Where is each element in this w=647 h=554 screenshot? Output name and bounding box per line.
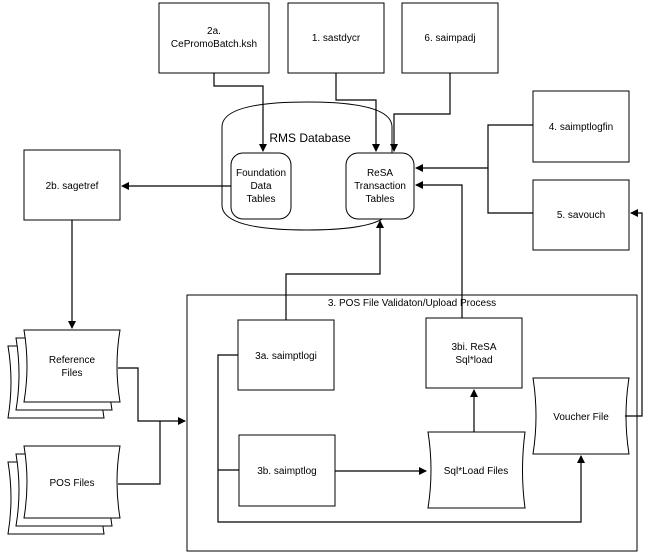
saimptlogfin-label: 4. saimptlogfin xyxy=(549,122,613,133)
saimpadj-box[interactable]: 6. saimpadj xyxy=(401,2,499,74)
resa-tables-line1: ReSA xyxy=(367,168,393,179)
saimptlogfin-box[interactable]: 4. saimptlogfin xyxy=(532,90,630,163)
cepromobatch-line2: CePromoBatch.ksh xyxy=(171,39,257,50)
sqlload-files-label: Sql*Load Files xyxy=(444,466,508,477)
savouch-box[interactable]: 5. savouch xyxy=(532,179,630,251)
line-reference-process xyxy=(118,367,186,425)
sqlload-files-doc[interactable]: Sql*Load Files xyxy=(427,431,526,509)
arrow-sastdycr-resa xyxy=(335,73,380,152)
connectors xyxy=(68,73,643,523)
arrow-saimptlogi-resa xyxy=(285,220,384,320)
pos-process-label: 3. POS File Validaton/Upload Process xyxy=(328,298,496,309)
sagetref-box[interactable]: 2b. sagetref xyxy=(23,149,121,221)
arrow-sqlload-resa xyxy=(415,181,463,318)
saimptlogi-box[interactable]: 3a. saimptlogi xyxy=(237,319,335,391)
saimptlogi-label: 3a. saimptlogi xyxy=(255,351,317,362)
resa-sqlload-box[interactable]: 3bi. ReSA Sql*load xyxy=(425,317,523,389)
line-saimptlogfin xyxy=(487,124,533,214)
arrow-voucher-savouch xyxy=(625,209,643,417)
saimptlog-box[interactable]: 3b. saimptlog xyxy=(238,434,336,507)
pos-files-stack[interactable]: POS Files xyxy=(7,445,121,535)
voucher-file-label: Voucher File xyxy=(553,412,609,423)
line-saimptlogi-bracket xyxy=(217,354,585,523)
sagetref-label: 2b. sagetref xyxy=(46,181,99,192)
reference-files-line1: Reference xyxy=(49,355,96,366)
resa-tables-line3: Tables xyxy=(366,194,395,205)
cepromobatch-box[interactable]: 2a. CePromoBatch.ksh xyxy=(158,2,270,74)
foundation-data-tables[interactable]: Foundation Data Tables xyxy=(230,152,292,220)
reference-files-stack[interactable]: Reference Files xyxy=(7,329,121,419)
foundation-line2: Data xyxy=(250,181,272,192)
saimptlog-label: 3b. saimptlog xyxy=(257,466,316,477)
cepromobatch-line1: 2a. xyxy=(207,26,221,37)
voucher-file-doc[interactable]: Voucher File xyxy=(532,377,630,455)
sastdycr-box[interactable]: 1. sastdycr xyxy=(287,2,385,74)
rms-database-label: RMS Database xyxy=(269,131,351,145)
arrow-saimpadj-resa xyxy=(390,73,451,152)
line-posfiles-process xyxy=(118,421,161,485)
reference-files-line2: Files xyxy=(61,368,82,379)
foundation-line3: Tables xyxy=(247,194,276,205)
pos-files-label: POS Files xyxy=(49,478,94,489)
resa-tables-line2: Transaction xyxy=(354,181,406,192)
savouch-label: 5. savouch xyxy=(557,210,605,221)
sastdycr-label: 1. sastdycr xyxy=(312,33,361,44)
foundation-line1: Foundation xyxy=(236,168,286,179)
saimpadj-label: 6. saimpadj xyxy=(424,33,475,44)
resa-transaction-tables[interactable]: ReSA Transaction Tables xyxy=(345,152,415,220)
resa-sqlload-line1: 3bi. ReSA xyxy=(451,342,496,353)
resa-sqlload-line2: Sql*load xyxy=(455,355,492,366)
arrow-cepromobatch-foundation xyxy=(213,73,267,152)
